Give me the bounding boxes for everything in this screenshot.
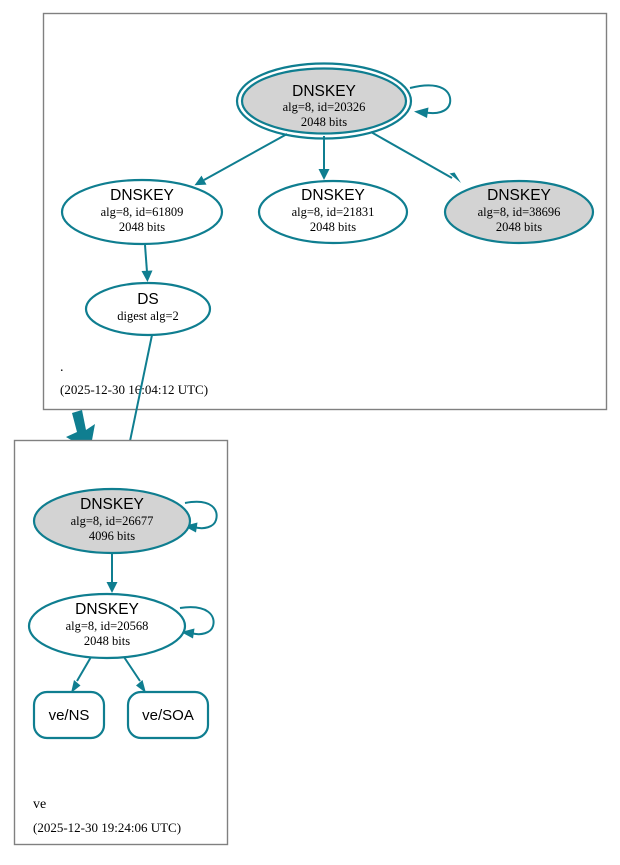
node-ve-ksk-params: alg=8, id=26677 — [71, 514, 154, 528]
edge-root-ksk-to-zsk-21831 — [318, 136, 330, 180]
zone-label-ve: ve — [33, 797, 46, 812]
node-root-zsk-61809-size: 2048 bits — [119, 220, 165, 234]
node-root-ksk[interactable]: DNSKEY alg=8, id=20326 2048 bits — [235, 62, 413, 140]
node-ve-zsk[interactable]: DNSKEY alg=8, id=20568 2048 bits — [27, 592, 187, 660]
node-ve-zsk-size: 2048 bits — [84, 634, 130, 648]
node-ve-ksk-title: DNSKEY — [80, 496, 144, 513]
node-root-ksk-params: alg=8, id=20326 — [283, 100, 366, 114]
node-root-zsk-61809-title: DNSKEY — [110, 187, 174, 204]
edge-ve-ksk-to-ve-zsk — [106, 554, 118, 593]
node-ds-ve-params: digest alg=2 — [117, 309, 179, 323]
edge-ve-ksk-self-signature — [184, 500, 218, 533]
node-root-zsk-61809-params: alg=8, id=61809 — [101, 205, 184, 219]
zone-timestamp-ve: (2025-12-30 19:24:06 UTC) — [33, 820, 181, 835]
node-root-key-38696-size: 2048 bits — [496, 220, 542, 234]
node-root-zsk-21831[interactable]: DNSKEY alg=8, id=21831 2048 bits — [257, 179, 409, 245]
node-root-key-38696-title: DNSKEY — [487, 187, 551, 204]
node-root-zsk-21831-title: DNSKEY — [301, 187, 365, 204]
node-ve-zsk-title: DNSKEY — [75, 601, 139, 618]
node-root-ksk-size: 2048 bits — [301, 115, 347, 129]
node-ds-ve[interactable]: DS digest alg=2 — [84, 281, 212, 337]
node-ve-ksk-size: 4096 bits — [89, 529, 135, 543]
node-ve-soa[interactable]: ve/SOA — [126, 690, 210, 740]
edge-root-ksk-to-zsk-61809 — [194, 133, 288, 186]
node-ve-ns[interactable]: ve/NS — [32, 690, 106, 740]
node-ds-ve-title: DS — [137, 291, 159, 308]
edge-root-ksk-to-key-38696 — [370, 131, 461, 183]
node-root-key-38696[interactable]: DNSKEY alg=8, id=38696 2048 bits — [443, 179, 595, 245]
zone-label-root: . — [60, 360, 64, 375]
node-ve-soa-label: ve/SOA — [142, 707, 194, 724]
node-ve-ksk[interactable]: DNSKEY alg=8, id=26677 4096 bits — [32, 487, 192, 555]
edge-zsk-61809-to-ds — [141, 244, 153, 282]
edge-ve-zsk-self-signature — [179, 606, 215, 639]
node-root-zsk-21831-params: alg=8, id=21831 — [292, 205, 375, 219]
node-ve-ns-label: ve/NS — [49, 707, 90, 724]
edge-ve-zsk-to-ve-soa — [123, 656, 146, 693]
edge-ve-zsk-to-ve-ns — [71, 656, 92, 693]
edge-root-ksk-self-signature — [409, 84, 452, 118]
node-root-zsk-61809[interactable]: DNSKEY alg=8, id=61809 2048 bits — [60, 178, 224, 246]
node-root-ksk-title: DNSKEY — [292, 83, 356, 100]
zone-timestamp-root: (2025-12-30 16:04:12 UTC) — [60, 382, 208, 397]
node-ve-zsk-params: alg=8, id=20568 — [66, 619, 149, 633]
node-root-key-38696-params: alg=8, id=38696 — [478, 205, 561, 219]
node-root-zsk-21831-size: 2048 bits — [310, 220, 356, 234]
